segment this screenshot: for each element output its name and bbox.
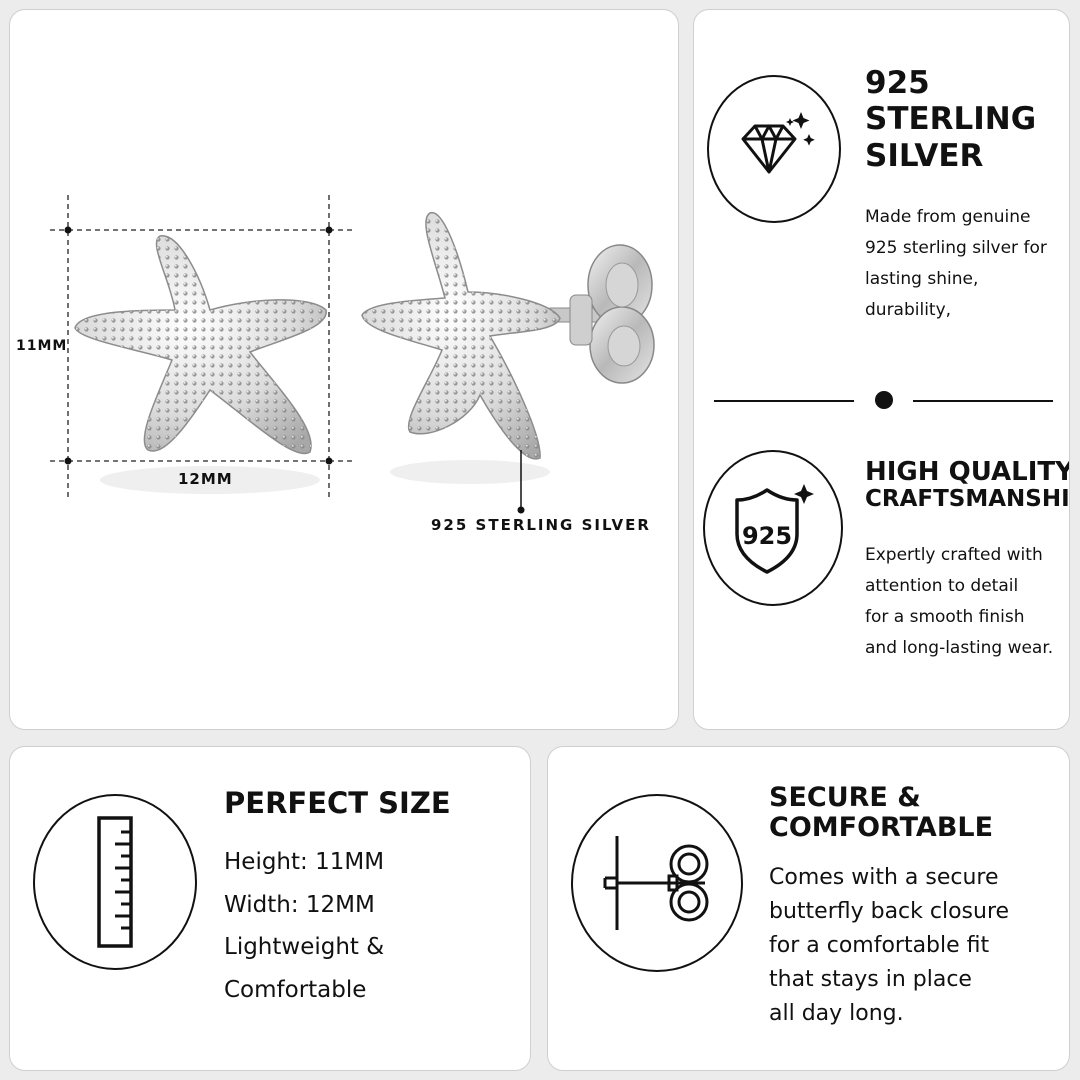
divider-right [913,400,1053,402]
width-label: 12MM [178,470,233,488]
silver-description: Made from genuine 925 sterling silver fo… [865,207,1047,321]
ruler-icon-circle [33,794,197,970]
shield-icon-circle: 925 [703,450,843,606]
dimension-guides [50,195,352,500]
features-panel: 925 STERLING SILVER Made from genuine 92… [693,9,1070,730]
starfish-front [74,235,327,455]
secure-title: SECURE & COMFORTABLE [769,782,994,844]
diamond-icon [741,112,815,174]
secure-panel: SECURE & COMFORTABLE Comes with a secure… [547,746,1070,1071]
divider-left [714,400,854,402]
size-title: PERFECT SIZE [224,786,451,820]
diamond-icon-circle [707,75,841,223]
butterfly-back-icon-circle [571,794,743,972]
quality-title: HIGH QUALITY CRAFTSMANSHIP [865,457,1070,513]
earring-back [549,244,655,384]
size-panel: PERFECT SIZE Height: 11MM Width: 12MM Li… [9,746,531,1071]
divider-dot [875,391,893,409]
shield-icon: 925 [735,484,814,574]
product-illustration [50,195,655,514]
shield-badge-text: 925 [742,522,792,550]
material-tag: 925 STERLING SILVER [431,516,651,534]
butterfly-back-icon [603,836,709,930]
size-details: Height: 11MM Width: 12MM Lightweight & C… [224,849,385,1003]
height-label: 11MM [16,338,68,354]
silver-title: 925 STERLING SILVER [865,65,1037,174]
quality-description: Expertly crafted with attention to detai… [865,545,1054,659]
product-image-panel: 11MM 12MM 925 STERLING SILVER [9,9,679,730]
starfish-side [361,212,561,460]
ruler-icon [97,816,133,948]
secure-description: Comes with a secure butterfly back closu… [769,865,1010,1027]
